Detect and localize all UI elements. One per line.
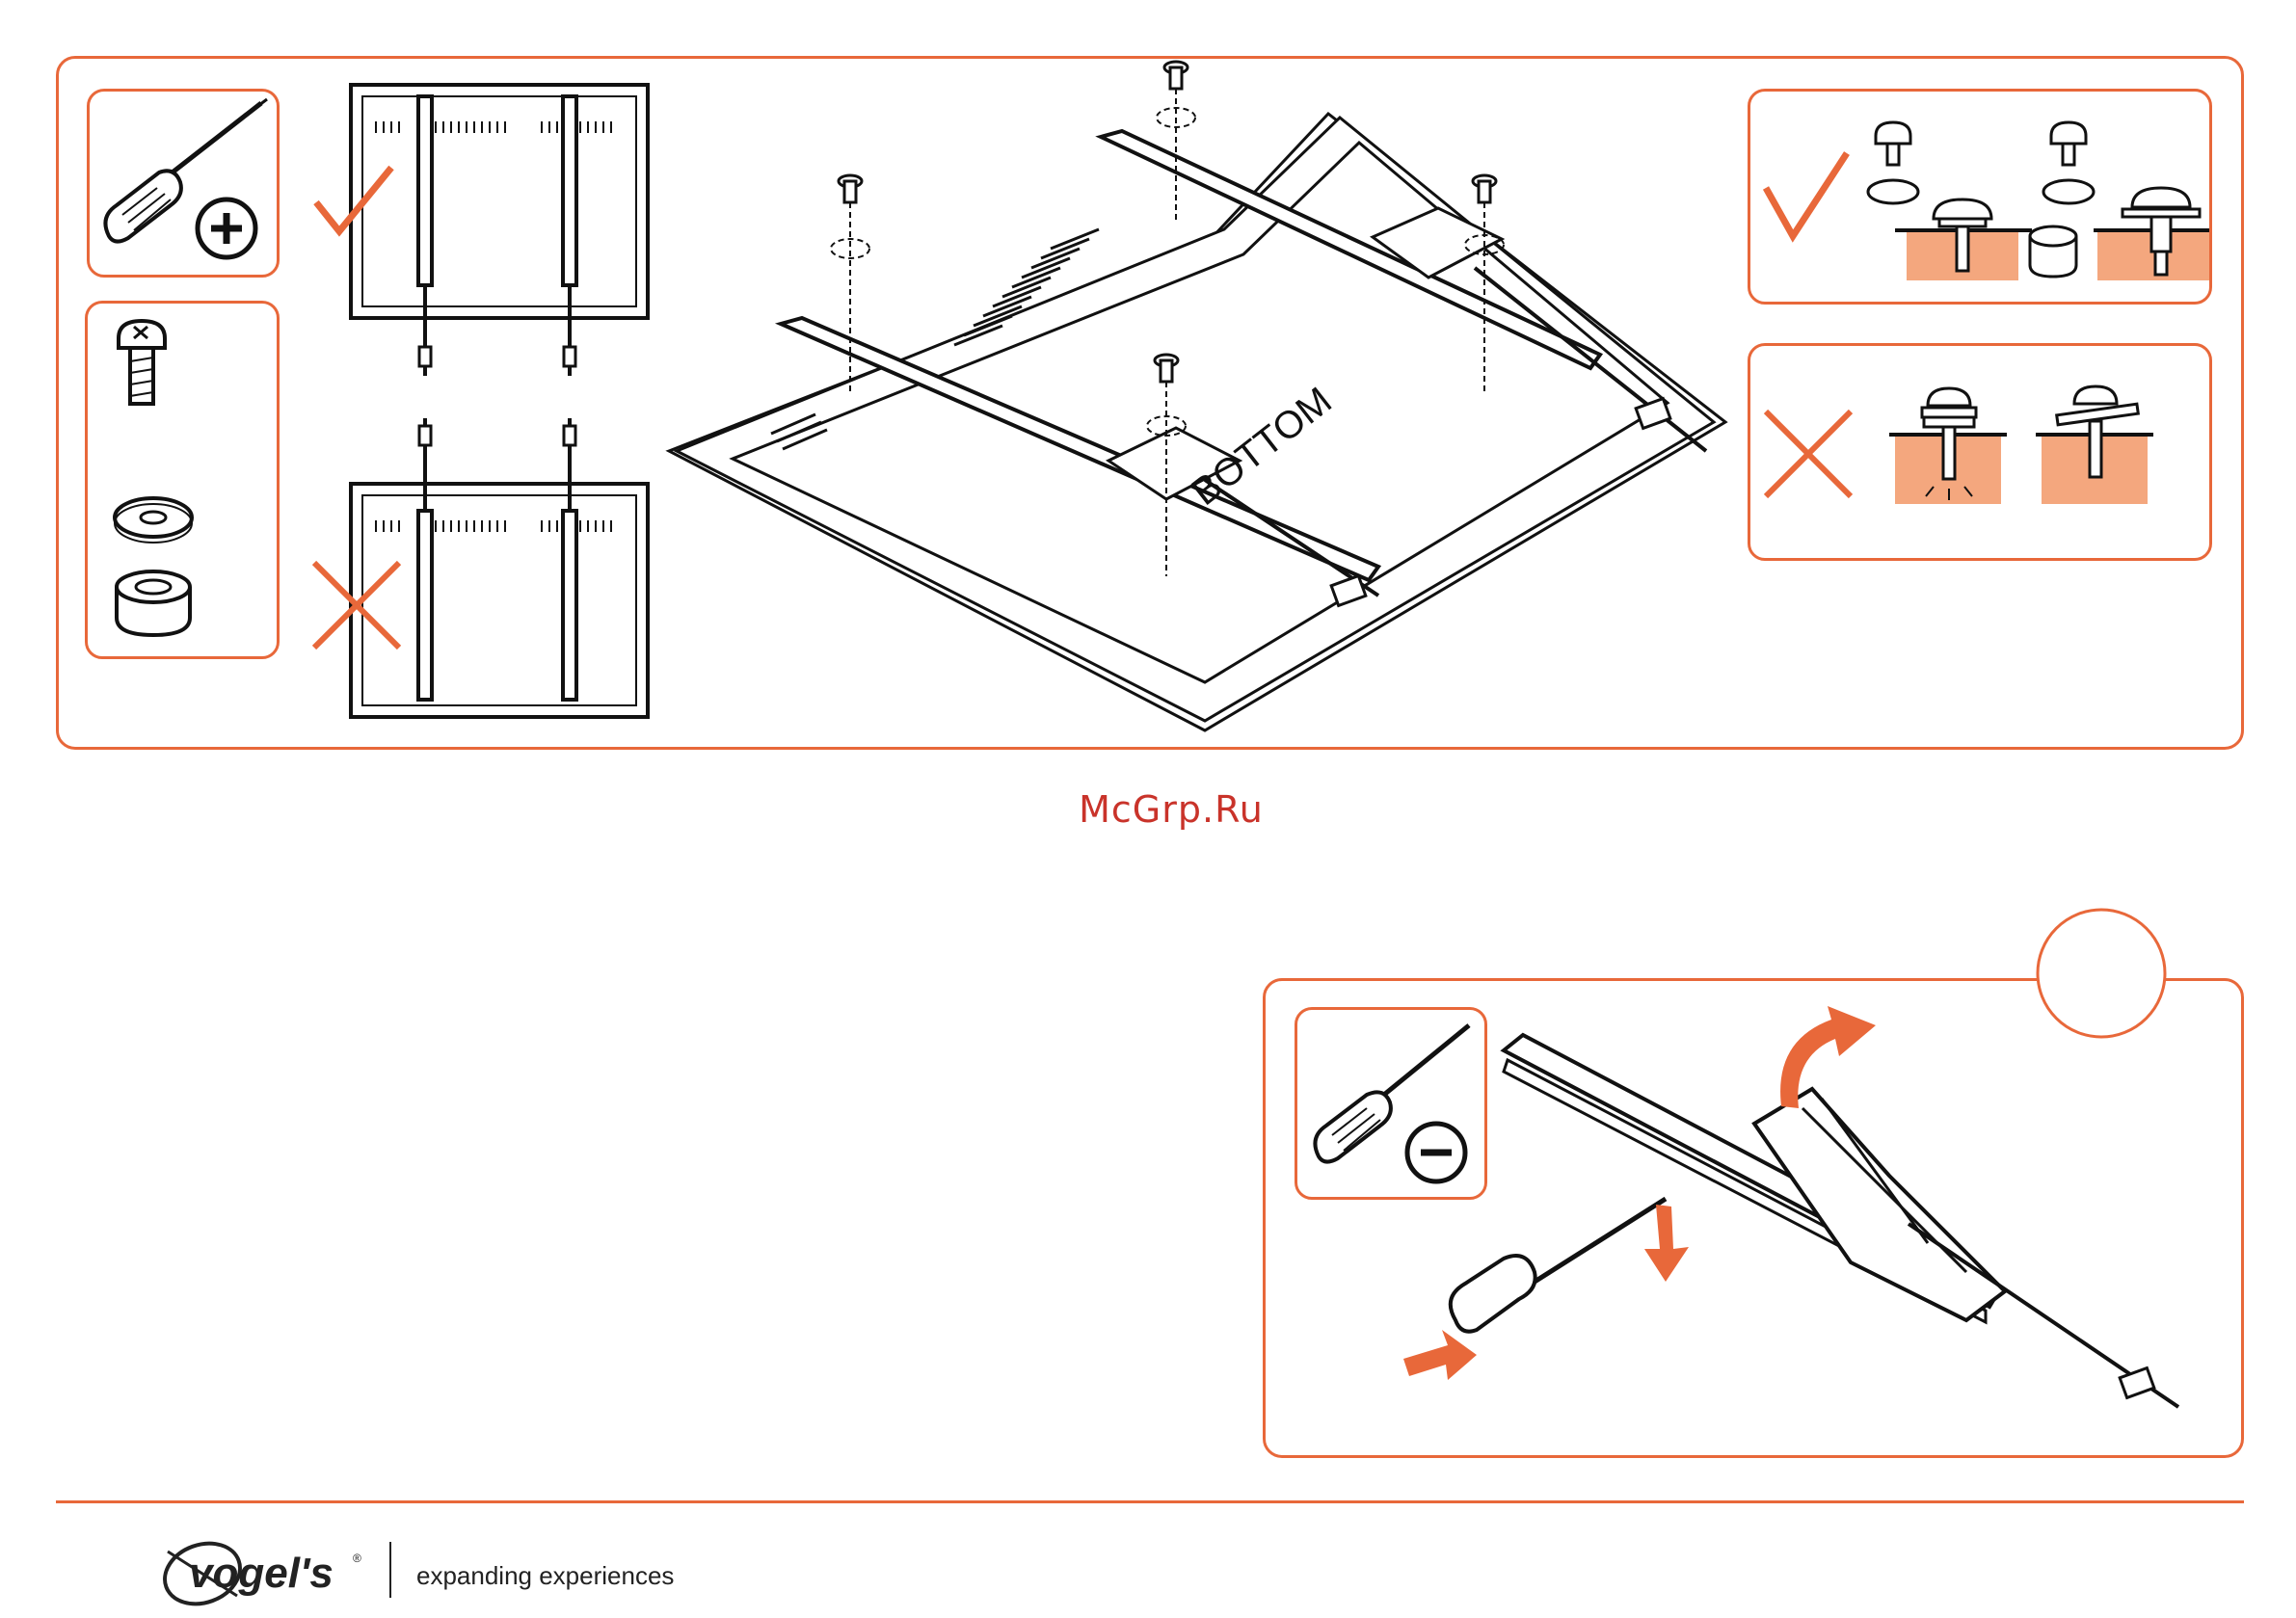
correct-screw-fit-diagram	[1750, 92, 2215, 307]
rail-release-diagram	[1388, 1002, 2159, 1446]
correct-screw-fit-panel	[1748, 89, 2212, 305]
footer-separator	[389, 1542, 391, 1598]
brand-tagline: expanding experiences	[416, 1561, 674, 1591]
check-mark-icon	[310, 164, 397, 241]
tv-back-isometric: BOTTOM	[627, 56, 1706, 750]
wrong-screw-fit-diagram	[1750, 346, 2215, 564]
screw-icon	[119, 321, 165, 404]
watermark-text: McGrp.Ru	[1065, 788, 1277, 831]
tool-panel-phillips	[87, 89, 280, 278]
correct-rail-orientation	[328, 77, 646, 424]
brand-name: vogel's	[189, 1550, 334, 1598]
phillips-screwdriver-icon	[90, 92, 282, 280]
washer-icon	[115, 498, 192, 543]
footer-divider	[56, 1500, 2244, 1503]
brand-registered-mark: ®	[353, 1552, 361, 1565]
wrong-screw-fit-panel	[1748, 343, 2212, 561]
hardware-panel	[85, 301, 280, 659]
cross-mark-icon	[308, 557, 405, 653]
spacer-icon	[117, 571, 190, 635]
hardware-icons	[88, 304, 282, 662]
